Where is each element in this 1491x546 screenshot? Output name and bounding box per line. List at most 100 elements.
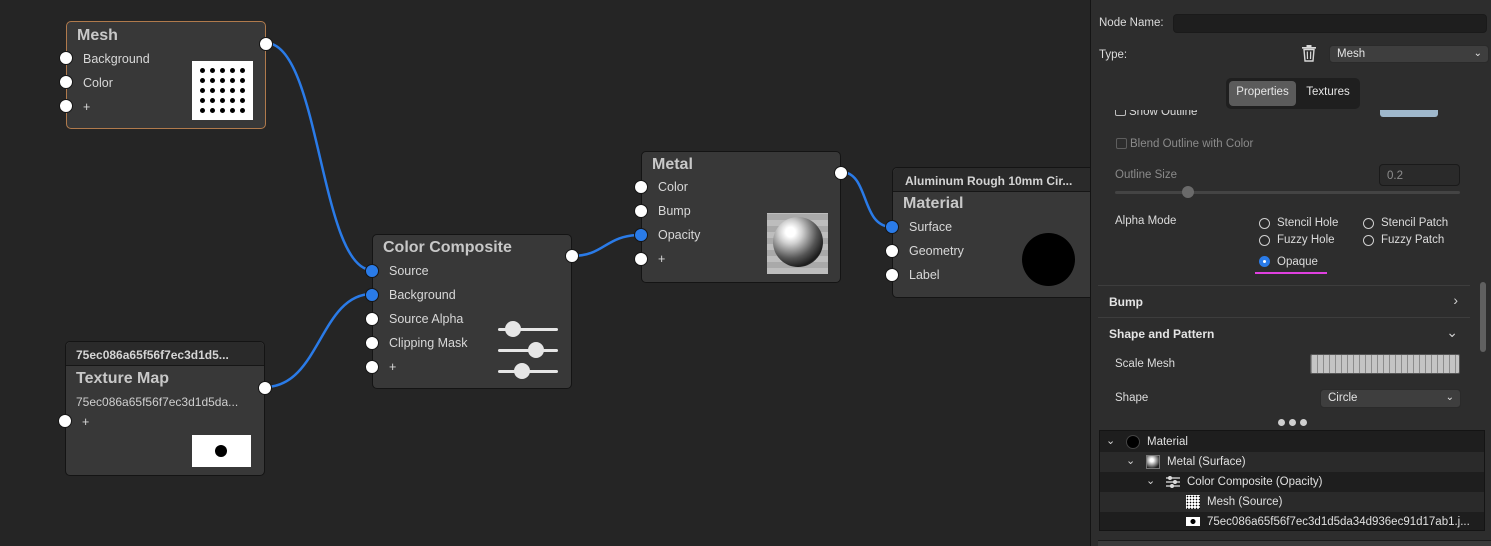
radio-stencil-hole[interactable] <box>1259 218 1270 229</box>
material-port-label[interactable] <box>885 268 899 282</box>
metal-node-title: Metal <box>652 156 693 173</box>
mesh-port-color[interactable] <box>59 75 73 89</box>
chevron-down-icon[interactable]: ⌄ <box>1106 435 1116 447</box>
show-outline-checkbox[interactable] <box>1115 110 1126 116</box>
chevron-down-icon: ⌄ <box>1445 392 1454 403</box>
sliders-icon <box>1166 475 1180 489</box>
tree-label-texture: 75ec086a65f56f7ec3d1d5da34d936ec91d17ab1… <box>1207 516 1470 528</box>
type-label: Type: <box>1099 49 1128 61</box>
mesh-port-background-label: Background <box>83 52 150 66</box>
composite-port-add[interactable] <box>365 360 379 374</box>
tree-row-texture[interactable]: 75ec086a65f56f7ec3d1d5da34d936ec91d17ab1… <box>1100 512 1484 532</box>
section-bump-title: Bump <box>1109 295 1143 309</box>
mesh-port-color-label: Color <box>83 76 113 90</box>
blend-outline-label: Blend Outline with Color <box>1130 138 1254 150</box>
composite-port-clipping-mask[interactable] <box>365 336 379 350</box>
section-shape-pattern-title: Shape and Pattern <box>1109 327 1215 341</box>
mesh-port-add-label: + <box>83 100 91 114</box>
type-select[interactable]: Mesh ⌄ <box>1329 45 1489 63</box>
metal-output-port[interactable] <box>834 166 848 180</box>
sliders-icon <box>498 320 560 380</box>
metal-thumbnail-icon <box>1146 455 1160 469</box>
tree-label-mesh: Mesh (Source) <box>1207 496 1283 508</box>
tree-row-mesh[interactable]: Mesh (Source) <box>1100 492 1484 512</box>
ellipsis-icon[interactable] <box>1278 419 1310 427</box>
panel-scrollbar[interactable] <box>1480 282 1486 352</box>
material-port-surface[interactable] <box>885 220 899 234</box>
composite-port-background[interactable] <box>365 288 379 302</box>
metal-port-add-label: + <box>658 252 666 266</box>
texture-map-node[interactable]: 75ec086a65f56f7ec3d1d5... Texture Map 75… <box>58 341 272 476</box>
show-outline-row: Show Outline <box>1110 110 1470 120</box>
section-bump[interactable]: Bump › <box>1098 285 1470 317</box>
material-node-title: Material <box>903 195 964 212</box>
material-subtitle: Aluminum Rough 10mm Cir... <box>893 168 1090 192</box>
metal-port-add[interactable] <box>634 252 648 266</box>
texture-map-output-port[interactable] <box>258 381 272 395</box>
tree-row-material[interactable]: ⌄ Material <box>1100 432 1484 452</box>
chevron-down-icon[interactable]: ⌄ <box>1146 475 1156 487</box>
metal-port-color[interactable] <box>634 180 648 194</box>
metal-port-bump[interactable] <box>634 204 648 218</box>
tree-label-color-composite: Color Composite (Opacity) <box>1187 476 1323 488</box>
wire-texture-to-background <box>264 292 373 389</box>
tree-row-color-composite[interactable]: ⌄ Color Composite (Opacity) <box>1100 472 1484 492</box>
mesh-port-background[interactable] <box>59 51 73 65</box>
node-wires <box>264 41 893 389</box>
mesh-node[interactable]: Mesh Background Color + <box>59 21 273 129</box>
composite-port-source-alpha[interactable] <box>365 312 379 326</box>
metal-port-opacity-label: Opacity <box>658 228 701 242</box>
tree-row-metal[interactable]: ⌄ Metal (Surface) <box>1100 452 1484 472</box>
radio-opaque[interactable] <box>1259 256 1270 267</box>
node-graph-canvas[interactable]: Mesh Background Color + 75ec086a65f56f7e… <box>0 0 1090 546</box>
outline-size-slider-knob[interactable] <box>1182 186 1194 198</box>
shape-label: Shape <box>1115 392 1149 404</box>
section-shape-pattern[interactable]: Shape and Pattern ⌄ <box>1098 317 1470 349</box>
scale-mesh-ruler[interactable] <box>1310 354 1460 374</box>
color-composite-node[interactable]: Color Composite Source Background Source… <box>365 234 579 389</box>
material-port-label-label: Label <box>909 268 940 282</box>
chevron-down-icon[interactable]: ⌄ <box>1126 455 1136 467</box>
metal-port-opacity[interactable] <box>634 228 648 242</box>
composite-port-clipping-mask-label: Clipping Mask <box>389 336 468 350</box>
node-name-field[interactable] <box>1173 14 1487 33</box>
show-outline-label: Show Outline <box>1129 110 1198 118</box>
blend-outline-checkbox[interactable] <box>1116 138 1127 149</box>
tab-segment: Properties Textures <box>1226 78 1360 109</box>
node-name-label: Node Name: <box>1099 17 1164 29</box>
composite-port-source[interactable] <box>365 264 379 278</box>
radio-fuzzy-patch[interactable] <box>1363 235 1374 246</box>
shape-select[interactable]: Circle ⌄ <box>1320 389 1461 408</box>
color-composite-title: Color Composite <box>383 239 512 256</box>
mesh-output-port[interactable] <box>259 37 273 51</box>
outline-size-field[interactable]: 0.2 <box>1379 164 1460 186</box>
black-circle-icon <box>1126 435 1140 449</box>
tab-properties[interactable]: Properties <box>1229 81 1296 106</box>
material-port-geometry[interactable] <box>885 244 899 258</box>
outline-color-swatch[interactable] <box>1380 110 1438 117</box>
mesh-port-add[interactable] <box>59 99 73 113</box>
material-node[interactable]: Aluminum Rough 10mm Cir... Material Surf… <box>885 167 1090 298</box>
texture-map-title: Texture Map <box>76 370 170 387</box>
texture-map-filename: 75ec086a65f56f7ec3d1d5da... <box>76 395 239 409</box>
dot-grid-icon <box>1186 495 1200 509</box>
texture-map-port-add[interactable] <box>58 414 72 428</box>
opaque-highlight-underline <box>1255 272 1327 274</box>
material-preview-circle <box>1022 233 1075 286</box>
outline-size-slider[interactable] <box>1115 186 1460 198</box>
mesh-node-title: Mesh <box>77 27 118 44</box>
metal-preview <box>767 213 828 274</box>
texture-thumbnail <box>192 435 251 467</box>
metal-node[interactable]: Metal Color Bump Opacity + <box>634 151 848 283</box>
material-port-surface-label: Surface <box>909 220 953 234</box>
chevron-down-icon: ⌄ <box>1473 48 1482 59</box>
composite-port-add-label: + <box>389 360 397 374</box>
color-composite-output-port[interactable] <box>565 249 579 263</box>
trash-icon[interactable] <box>1301 45 1317 62</box>
texture-map-subtitle: 75ec086a65f56f7ec3d1d5... <box>66 342 264 366</box>
radio-fuzzy-hole[interactable] <box>1259 235 1270 246</box>
wire-mesh-to-source <box>265 41 373 272</box>
tab-textures[interactable]: Textures <box>1306 86 1350 98</box>
radio-stencil-patch[interactable] <box>1363 218 1374 229</box>
material-port-geometry-label: Geometry <box>909 244 964 258</box>
